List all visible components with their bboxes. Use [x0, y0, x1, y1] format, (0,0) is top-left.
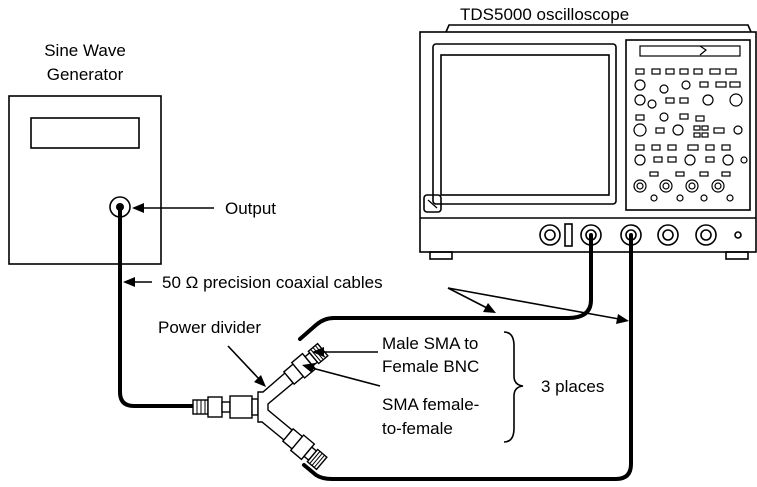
power-divider-label: Power divider — [158, 318, 261, 337]
generator-label-line1: Sine Wave — [44, 41, 126, 60]
cable-lower — [302, 233, 633, 481]
sma-female-label-line1: SMA female- — [382, 395, 479, 414]
callout-arrows — [123, 203, 629, 443]
output-label: Output — [225, 199, 276, 218]
cable-upper — [298, 233, 593, 341]
power-divider — [192, 342, 329, 471]
cables-label: 50 Ω precision coaxial cables — [162, 273, 383, 292]
cable-generator-to-divider — [118, 205, 195, 408]
oscilloscope-label: TDS5000 oscilloscope — [460, 5, 629, 24]
sine-wave-generator — [8, 95, 162, 265]
male-sma-label-line1: Male SMA to — [382, 334, 478, 353]
generator-label-line2: Generator — [47, 65, 124, 84]
sma-female-label-line2: to-female — [382, 419, 453, 438]
oscilloscope — [419, 24, 757, 260]
male-sma-label-line2: Female BNC — [382, 357, 479, 376]
places-label: 3 places — [541, 377, 604, 396]
